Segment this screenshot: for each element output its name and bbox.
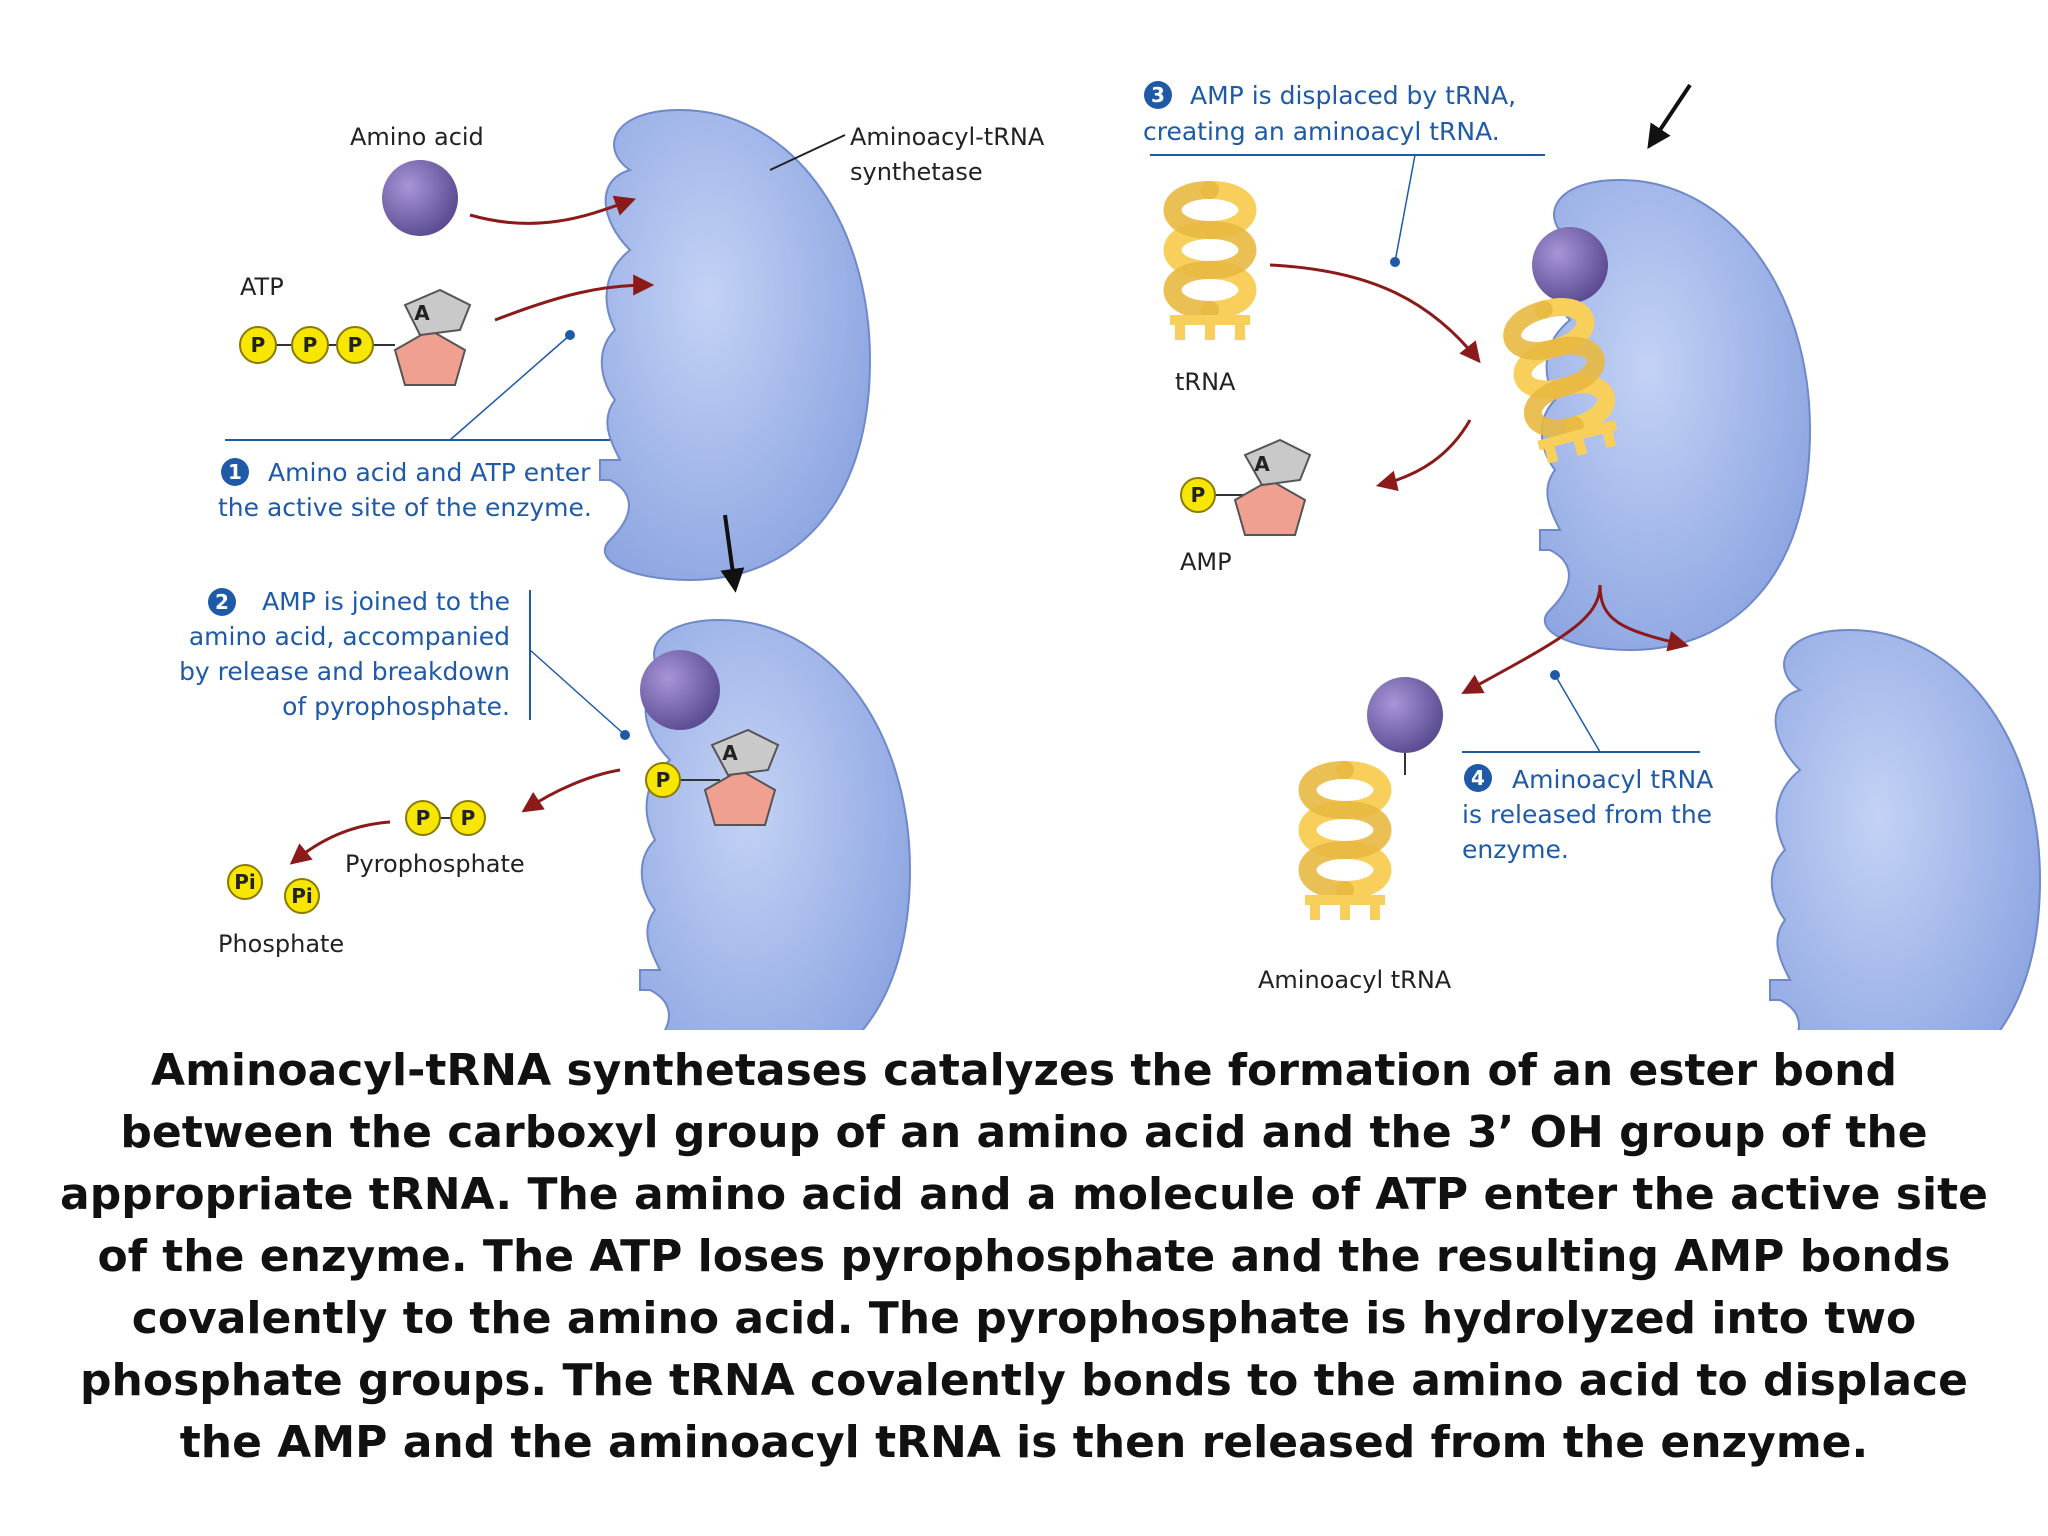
svg-text:P: P: [251, 333, 266, 357]
svg-text:P: P: [303, 333, 318, 357]
phosphate-icon: [1180, 477, 1216, 513]
ribose-icon: [393, 328, 467, 386]
step2-pointer: [529, 649, 626, 736]
step1-text-line2: the active site of the enzyme.: [218, 493, 592, 522]
aminoacyl-trna-released: [1305, 770, 1385, 920]
svg-text:P: P: [461, 806, 476, 830]
phosphate-icon: [405, 800, 441, 836]
caption-text: Aminoacyl-tRNA synthetases catalyzes the…: [60, 1045, 1988, 1468]
arrow-release-left: [1461, 584, 1602, 695]
svg-text:A: A: [1254, 452, 1270, 476]
phosphate-label: Phosphate: [218, 930, 344, 958]
phosphate-icon: [336, 326, 374, 364]
svg-text:P: P: [656, 768, 671, 792]
svg-text:Pi: Pi: [291, 884, 313, 908]
enzyme-step1: [599, 109, 871, 581]
aminoacyl-trna-label: Aminoacyl tRNA: [1258, 966, 1452, 994]
step4-number-badge: [1464, 764, 1492, 792]
pyrophosphate-label: Pyrophosphate: [345, 850, 525, 878]
atp-label: ATP: [240, 273, 284, 301]
phosphates: Pi Pi: [227, 864, 320, 914]
step3-text-line2: creating an aminoacyl tRNA.: [1143, 117, 1500, 146]
trna-label: tRNA: [1175, 368, 1236, 396]
step2-number: 2: [215, 590, 229, 614]
amino-acid-bound: [640, 650, 720, 730]
synthetase-label-line1: Aminoacyl-tRNA: [850, 123, 1045, 151]
arrow-amp-out: [1375, 419, 1472, 492]
svg-text:P: P: [1191, 483, 1206, 507]
step4-text-line1: Aminoacyl tRNA: [1512, 765, 1713, 794]
svg-text:P: P: [416, 806, 431, 830]
step3-number: 3: [1151, 83, 1165, 107]
amp-free: P A: [1180, 438, 1312, 536]
step3-pointer: [1394, 154, 1416, 263]
step4-text-line2: is released from the: [1462, 800, 1712, 829]
amino-acid-released: [1367, 677, 1443, 753]
synthetase-diagram: Amino acid Aminoacyl-tRNA synthetase ATP…: [179, 81, 2041, 1030]
svg-text:P: P: [348, 333, 363, 357]
svg-text:Pi: Pi: [234, 870, 256, 894]
step1-number-badge: [221, 458, 249, 486]
ribose-icon: [1233, 478, 1307, 536]
step3-text-line1: AMP is displaced by tRNA,: [1190, 81, 1516, 110]
arrow-trna-in: [1269, 263, 1481, 364]
arrow-atp-in: [494, 274, 655, 322]
adenine-icon: [403, 288, 472, 337]
adenine-icon: [1243, 438, 1312, 487]
atp-molecule: P P P A: [239, 288, 472, 386]
pyrophosphate-molecule: P P: [405, 800, 486, 836]
step4-pointer: [1554, 674, 1601, 753]
svg-text:A: A: [414, 301, 430, 325]
phosphate-icon: [645, 762, 681, 798]
synthetase-pointer: [769, 134, 846, 171]
step3-number-badge: [1144, 81, 1172, 109]
adenine-icon: [710, 728, 780, 777]
step2-text-line3: by release and breakdown: [179, 657, 510, 686]
phosphate-icon: [284, 878, 320, 914]
arrow-release-right: [1598, 584, 1690, 652]
arrow-amino-acid-in: [469, 195, 636, 225]
step2-text-line1: AMP is joined to the: [262, 587, 510, 616]
step2-text-line2: amino acid, accompanied: [189, 622, 510, 651]
arrow-down: [720, 514, 745, 593]
phosphate-icon: [227, 864, 263, 900]
step4-text-line3: enzyme.: [1462, 835, 1569, 864]
phosphate-icon: [450, 800, 486, 836]
step2-number-badge: [208, 588, 236, 616]
phosphate-icon: [239, 326, 277, 364]
trna-free: [1170, 190, 1250, 340]
svg-text:A: A: [722, 741, 738, 765]
amino-acid-icon: [382, 160, 458, 236]
amp-label: AMP: [1180, 548, 1232, 576]
step1-text-line1: Amino acid and ATP enter: [268, 458, 591, 487]
enzyme-step4: [1769, 629, 2041, 1030]
amino-acid-label: Amino acid: [350, 123, 484, 151]
phosphate-icon: [291, 326, 329, 364]
arrow-diag: [1647, 83, 1692, 149]
amino-acid-bound: [1532, 227, 1608, 303]
step4-number: 4: [1471, 766, 1485, 790]
step1-pointer: [449, 334, 571, 441]
amp-bound: P A: [645, 728, 780, 826]
arrow-phosphate-out: [289, 820, 391, 865]
step2-text-line4: of pyrophosphate.: [282, 692, 510, 721]
step1-number: 1: [228, 460, 242, 484]
synthetase-label-line2: synthetase: [850, 158, 983, 186]
arrow-pyrophosphate-out: [521, 768, 621, 813]
